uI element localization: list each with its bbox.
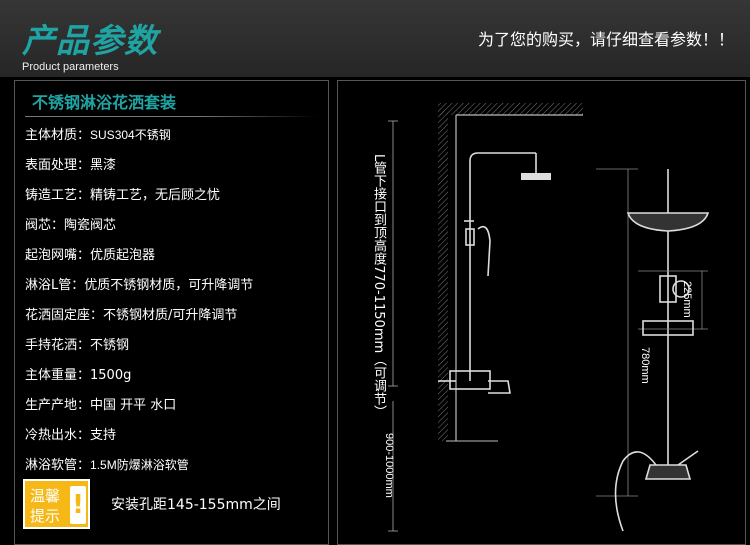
spec-value: 不锈钢 [90,338,130,353]
spec-row: 淋浴软管：1.5M防爆淋浴软管 [25,454,189,473]
spec-row: 花洒固定座：不锈钢材质/可升降调节 [25,304,237,323]
spec-label: 生产产地： [25,398,91,413]
spec-row: 手持花洒：不锈钢 [25,334,129,353]
spec-row: 铸造工艺：精铸工艺，无后顾之忧 [25,184,220,203]
spec-label: 主体材质： [25,128,91,143]
header-bar: 产品参数 Product parameters 为了您的购买，请仔细查看参数！！ [0,0,750,77]
wall-drawing [438,103,583,442]
spec-value: 优质起泡器 [90,248,156,263]
pipe-height-label: L管下接口到顶高度770-1150mm（可调节） [371,154,386,419]
shower-diagram [388,103,710,532]
tip-badge-line: 温馨 [30,487,61,505]
spec-label: 花洒固定座： [25,308,104,323]
spec-label: 手持花洒： [25,338,91,353]
exclamation-icon: ! [70,486,86,524]
specs-title: 不锈钢淋浴花洒套装 [32,93,177,112]
specs-divider [25,116,318,117]
page-subtitle: Product parameters [22,61,119,73]
floor-height-label: 900-1000mm [383,433,395,498]
spec-row: 冷热出水：支持 [25,424,116,443]
side-view-shower [438,152,551,394]
tip-block: 温馨 提示 ! 安装孔距145-155mm之间 [23,479,323,529]
page-title: 产品参数 [22,21,158,60]
dimension-780-label: 780mm [639,347,651,384]
specs-panel: 不锈钢淋浴花洒套装 主体材质：SUS304不锈钢 表面处理：黑漆 铸造工艺：精铸… [14,80,329,545]
spec-value: 优质不锈钢材质，可升降调节 [84,278,254,293]
tip-badge-text: 温馨 提示 [30,486,66,526]
spec-label: 起泡网嘴： [25,248,91,263]
tip-badge-line: 提示 [30,507,61,525]
spec-label: 铸造工艺： [25,188,91,203]
spec-row: 淋浴L管：优质不锈钢材质，可升降调节 [25,274,253,293]
spec-row: 主体重量：1500g [25,364,131,383]
spec-label: 阀芯： [25,218,65,233]
spec-value: SUS304不锈钢 [90,128,171,142]
spec-label: 主体重量： [25,368,91,383]
dimension-225-label: 225mm [681,281,693,318]
spec-row: 起泡网嘴：优质起泡器 [25,244,155,263]
spec-row: 主体材质：SUS304不锈钢 [25,124,171,143]
spec-label: 表面处理： [25,158,91,173]
spec-row: 生产产地：中国 开平 水口 [25,394,176,413]
spec-value: 不锈钢材质/可升降调节 [103,308,238,323]
spec-row: 表面处理：黑漆 [25,154,116,173]
spec-value: 中国 开平 水口 [90,398,177,413]
spec-label: 淋浴软管： [25,458,91,473]
spec-value: 黑漆 [90,158,117,173]
header-note: 为了您的购买，请仔细查看参数！！ [477,30,734,49]
dimension-lines [388,120,398,532]
front-view-shower [596,168,710,532]
tip-text: 安装孔距145-155mm之间 [111,497,281,513]
spec-value: 陶瓷阀芯 [64,218,117,233]
diagram-panel: L管下接口到顶高度770-1150mm（可调节） 900-1000mm 225m… [337,80,746,545]
spec-label: 淋浴L管： [25,278,85,293]
spec-value: 1500g [90,368,132,383]
spec-value: 支持 [90,428,117,443]
spec-label: 冷热出水： [25,428,91,443]
spec-row: 阀芯：陶瓷阀芯 [25,214,116,233]
spec-value: 1.5M防爆淋浴软管 [90,458,189,472]
spec-value: 精铸工艺，无后顾之忧 [90,188,221,203]
tip-badge: 温馨 提示 ! [23,479,90,529]
